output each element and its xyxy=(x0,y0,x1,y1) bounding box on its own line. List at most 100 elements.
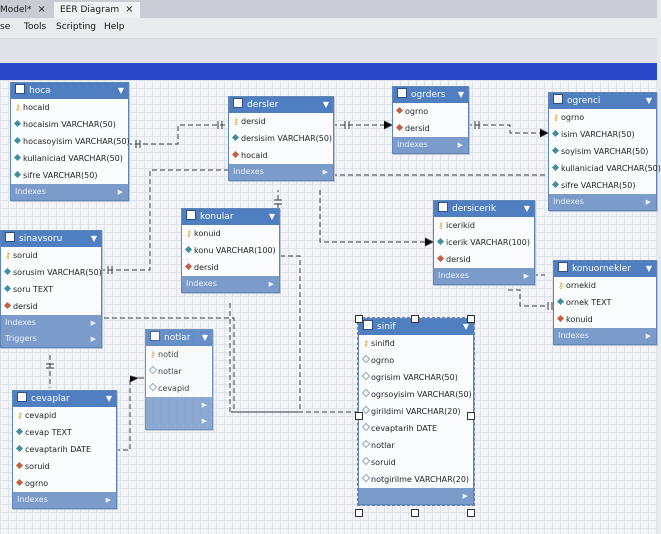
table-konular[interactable]: konular▼ ⚷konuid konu VARCHAR(100) dersi… xyxy=(181,208,280,293)
collapse-arrow-icon[interactable]: ▼ xyxy=(90,234,97,243)
column-row[interactable]: dersid xyxy=(1,298,101,315)
table-header[interactable]: sinif▼ xyxy=(359,319,473,335)
indexes-section[interactable]: Indexes▶ xyxy=(229,164,333,180)
column-row[interactable]: icerik VARCHAR(100) xyxy=(434,234,534,251)
column-row[interactable]: isim VARCHAR(50) xyxy=(549,126,656,143)
column-row[interactable]: notgirilme VARCHAR(20) xyxy=(359,471,473,488)
expand-arrow-icon[interactable]: ▶ xyxy=(105,496,111,504)
indexes-section[interactable]: Indexes▶ xyxy=(393,137,468,153)
close-icon[interactable]: × xyxy=(125,4,134,15)
resize-handle[interactable] xyxy=(467,509,475,517)
table-header[interactable]: dersicerik▼ xyxy=(434,201,534,217)
resize-handle[interactable] xyxy=(355,315,363,323)
column-row[interactable]: soruid xyxy=(359,454,473,471)
triggers-section[interactable]: ▶ xyxy=(146,413,212,429)
column-row[interactable]: ogrsoyisim VARCHAR(50) xyxy=(359,386,473,403)
triggers-section[interactable]: Triggers▶ xyxy=(1,331,101,347)
column-row[interactable]: cevap TEXT xyxy=(13,424,116,441)
column-row[interactable]: ⚷icerikid xyxy=(434,217,534,234)
tab-model[interactable]: Model*× xyxy=(0,2,52,18)
menu-item-tools[interactable]: Tools xyxy=(24,22,47,32)
table-header[interactable]: hoca▼ xyxy=(11,83,128,99)
resize-handle[interactable] xyxy=(411,509,419,517)
column-row[interactable]: sifre VARCHAR(50) xyxy=(11,167,128,184)
collapse-arrow-icon[interactable]: ▼ xyxy=(105,394,112,403)
expand-arrow-icon[interactable]: ▶ xyxy=(201,417,207,425)
table-dersicerik[interactable]: dersicerik▼ ⚷icerikid icerik VARCHAR(100… xyxy=(433,200,535,285)
resize-handle[interactable] xyxy=(355,412,363,420)
table-hoca[interactable]: hoca▼ ⚷hocaid hocaisim VARCHAR(50) hocas… xyxy=(10,82,130,201)
collapse-arrow-icon[interactable]: ▼ xyxy=(457,90,464,99)
table-ogrenci[interactable]: ogrenci▼ ⚷ogrno isim VARCHAR(50) soyisim… xyxy=(548,92,661,211)
indexes-section[interactable]: Indexes▶ xyxy=(182,276,279,292)
expand-arrow-icon[interactable]: ▶ xyxy=(645,198,651,206)
indexes-section[interactable]: Indexes▶ xyxy=(549,194,656,210)
column-row[interactable]: ogrno xyxy=(13,475,116,492)
column-row[interactable]: dersid xyxy=(393,120,468,137)
column-row[interactable]: notlar xyxy=(146,363,212,380)
column-row[interactable]: ogrno xyxy=(359,352,473,369)
resize-handle[interactable] xyxy=(467,315,475,323)
column-row[interactable]: soruid xyxy=(13,458,116,475)
column-row[interactable]: dersid xyxy=(182,259,279,276)
column-row[interactable]: girildimi VARCHAR(20) xyxy=(359,403,473,420)
column-row[interactable]: hocasoyisim VARCHAR(50) xyxy=(11,133,130,150)
table-header[interactable]: dersler▼ xyxy=(229,97,333,113)
column-row[interactable]: soru TEXT xyxy=(1,281,101,298)
expand-arrow-icon[interactable]: ▶ xyxy=(645,332,651,340)
column-row[interactable]: ⚷sinifid xyxy=(359,335,473,352)
expand-arrow-icon[interactable]: ▶ xyxy=(90,335,96,343)
table-header[interactable]: ogrenci▼ xyxy=(549,93,656,109)
expand-arrow-icon[interactable]: ▶ xyxy=(117,188,123,196)
expand-arrow-icon[interactable]: ▶ xyxy=(457,141,463,149)
menu-item-database[interactable]: se xyxy=(0,22,11,32)
table-header[interactable]: sinavsoru▼ xyxy=(1,231,101,247)
column-row[interactable]: dersisim VARCHAR(50) xyxy=(229,130,333,147)
menu-item-scripting[interactable]: Scripting xyxy=(56,22,97,32)
table-header[interactable]: notlar▼ xyxy=(146,330,212,346)
table-notlar[interactable]: notlar▼ ⚷notid notlar cevapid ▶ ▶ xyxy=(145,329,213,430)
column-row[interactable]: konu VARCHAR(100) xyxy=(182,242,279,259)
column-row[interactable]: cevaptarih DATE xyxy=(13,441,116,458)
column-row[interactable]: ⚷ogrno xyxy=(549,109,656,126)
table-header[interactable]: ogrders▼ xyxy=(393,87,468,103)
collapse-arrow-icon[interactable]: ▼ xyxy=(117,86,124,95)
column-row[interactable]: konuid xyxy=(554,311,656,328)
column-row[interactable]: soyisim VARCHAR(50) xyxy=(549,143,656,160)
table-header[interactable]: cevaplar▼ xyxy=(13,391,116,407)
table-sinif[interactable]: sinif▼ ⚷sinifid ogrno ogrisim VARCHAR(50… xyxy=(357,317,475,506)
expand-arrow-icon[interactable]: ▶ xyxy=(90,319,96,327)
indexes-section[interactable]: ▶ xyxy=(359,488,473,504)
table-ogrders[interactable]: ogrders▼ ogrno dersid Indexes▶ xyxy=(392,86,469,154)
indexes-section[interactable]: Indexes▶ xyxy=(554,328,656,344)
column-row[interactable]: sorusim VARCHAR(50) xyxy=(1,264,102,281)
table-cevaplar[interactable]: cevaplar▼ ⚷cevapid cevap TEXT cevaptarih… xyxy=(12,390,117,509)
column-row[interactable]: ⚷dersid xyxy=(229,113,333,130)
column-row[interactable]: sifre VARCHAR(50) xyxy=(549,177,656,194)
collapse-arrow-icon[interactable]: ▼ xyxy=(523,204,530,213)
indexes-section[interactable]: Indexes▶ xyxy=(1,315,101,331)
resize-handle[interactable] xyxy=(467,412,475,420)
menu-item-help[interactable]: Help xyxy=(104,22,125,32)
collapse-arrow-icon[interactable]: ▼ xyxy=(201,333,208,342)
column-row[interactable]: kullaniciad VARCHAR(50) xyxy=(11,150,128,167)
column-row[interactable]: ogrisim VARCHAR(50) xyxy=(359,369,473,386)
expand-arrow-icon[interactable]: ▶ xyxy=(523,272,529,280)
expand-arrow-icon[interactable]: ▶ xyxy=(462,492,468,500)
indexes-section[interactable]: Indexes▶ xyxy=(11,184,128,200)
column-row[interactable]: dersid xyxy=(434,251,534,268)
table-sinavsoru[interactable]: sinavsoru▼ ⚷soruid sorusim VARCHAR(50) s… xyxy=(0,230,102,348)
indexes-section[interactable]: ▶ xyxy=(146,397,212,413)
table-dersler[interactable]: dersler▼ ⚷dersid dersisim VARCHAR(50) ho… xyxy=(228,96,334,181)
table-konuornekler[interactable]: konuornekler▼ ⚷ornekid ornek TEXT konuid… xyxy=(553,260,657,345)
expand-arrow-icon[interactable]: ▶ xyxy=(201,401,207,409)
column-row[interactable]: cevapid xyxy=(146,380,212,397)
indexes-section[interactable]: Indexes▶ xyxy=(13,492,116,508)
collapse-arrow-icon[interactable]: ▼ xyxy=(645,264,652,273)
column-row[interactable]: ⚷konuid xyxy=(182,225,279,242)
column-row[interactable]: cevaptarih DATE xyxy=(359,420,473,437)
tab-eer-diagram[interactable]: EER Diagram× xyxy=(54,2,140,18)
column-row[interactable]: notlar xyxy=(359,437,473,454)
collapse-arrow-icon[interactable]: ▼ xyxy=(645,96,652,105)
collapse-arrow-icon[interactable]: ▼ xyxy=(322,100,329,109)
